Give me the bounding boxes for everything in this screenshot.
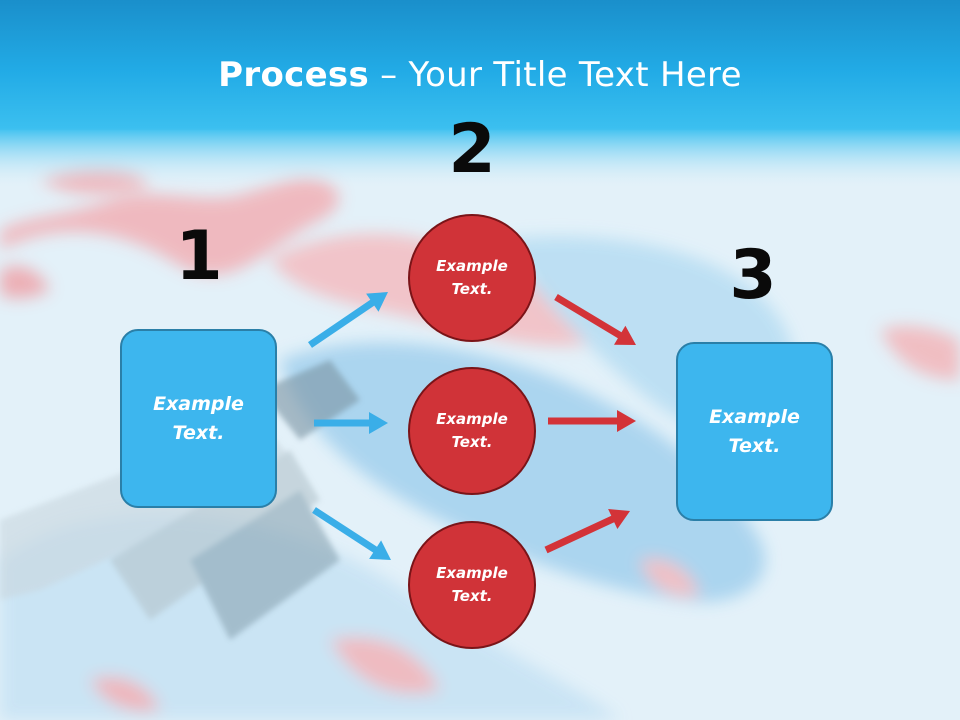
arrow-box1-to-circle-middle bbox=[314, 412, 388, 434]
arrow-circle-bottom-to-box3 bbox=[544, 509, 630, 554]
circle-bottom-text: Example Text. bbox=[436, 564, 508, 605]
title-bold: Process bbox=[218, 55, 370, 95]
title-rest: – Your Title Text Here bbox=[369, 55, 742, 95]
arrow-circle-top-to-box3 bbox=[554, 294, 636, 345]
step-3-box: Example Text. bbox=[676, 342, 833, 521]
step-2-circle-bottom: Example Text. bbox=[408, 521, 536, 649]
step-1-box: Example Text. bbox=[120, 329, 277, 508]
step-number-3: 3 bbox=[729, 236, 777, 315]
arrow-circle-middle-to-box3 bbox=[548, 410, 636, 432]
arrow-box1-to-circle-bottom bbox=[312, 507, 391, 560]
circle-top-text: Example Text. bbox=[436, 257, 508, 298]
step-1-text: Example Text. bbox=[153, 392, 244, 444]
step-number-1: 1 bbox=[175, 217, 223, 296]
arrow-box1-to-circle-top bbox=[308, 292, 388, 348]
circle-middle-text: Example Text. bbox=[436, 410, 508, 451]
step-3-text: Example Text. bbox=[709, 405, 800, 457]
step-2-circle-middle: Example Text. bbox=[408, 367, 536, 495]
slide-title: Process – Your Title Text Here bbox=[0, 52, 960, 98]
step-number-2: 2 bbox=[448, 110, 496, 189]
step-2-circle-top: Example Text. bbox=[408, 214, 536, 342]
